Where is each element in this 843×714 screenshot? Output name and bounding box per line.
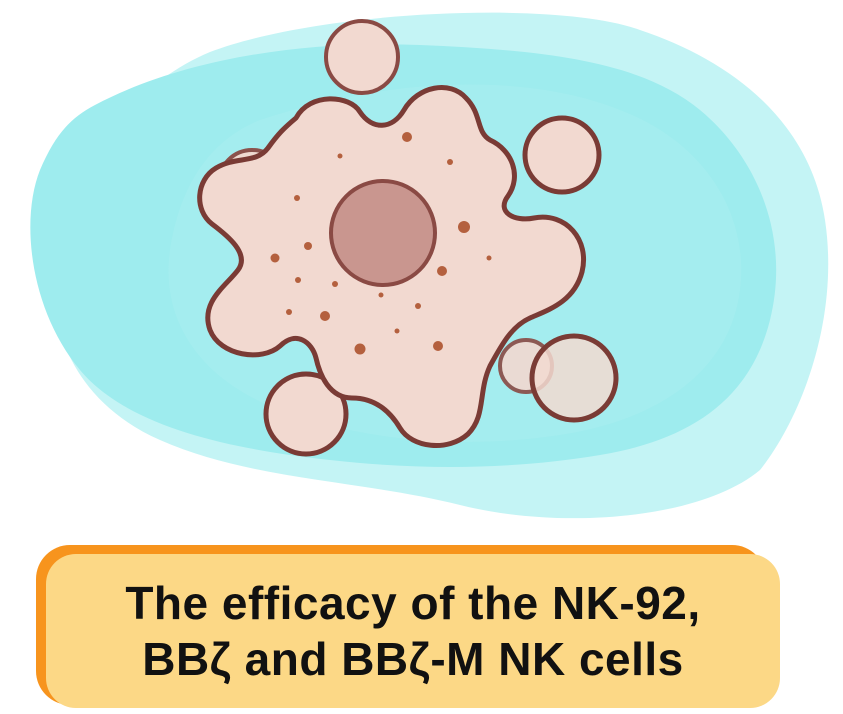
nucleus: [329, 179, 437, 287]
granules: [270, 132, 492, 355]
satellite-cell: [324, 19, 400, 95]
caption-box: The efficacy of the NK-92, BBζ and BBζ-M…: [46, 554, 780, 708]
caption-line-2: BBζ and BBζ-M NK cells: [142, 633, 684, 685]
satellite-cell: [263, 371, 349, 457]
satellite-cell: [522, 115, 602, 195]
satellite-cell: [529, 333, 619, 423]
caption-line-1: The efficacy of the NK-92,: [125, 577, 701, 629]
